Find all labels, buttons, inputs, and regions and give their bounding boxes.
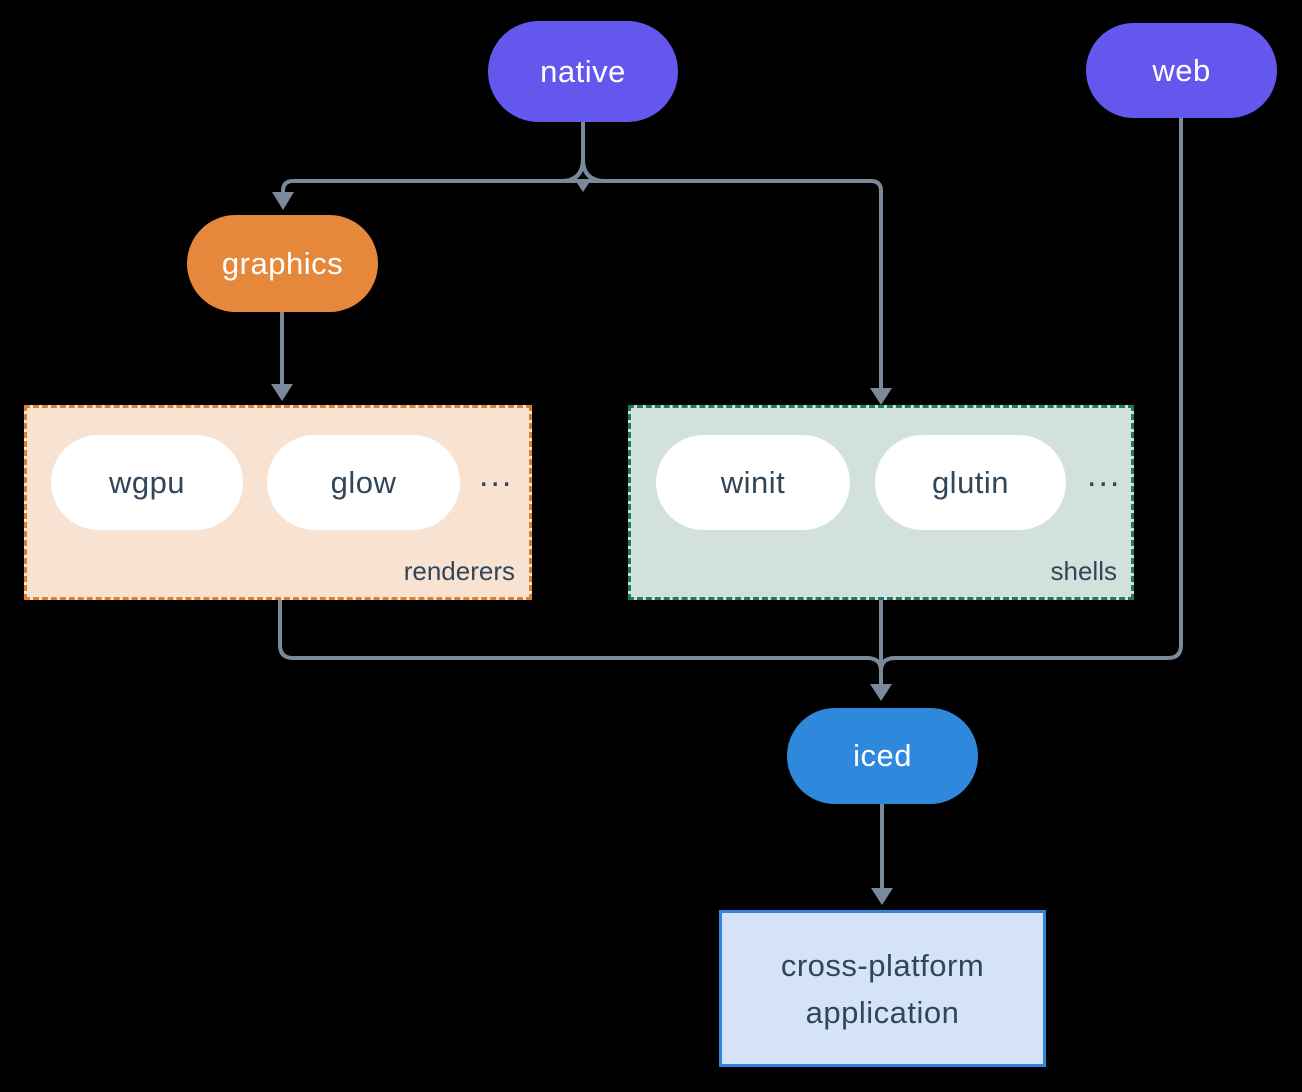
- group-renderers: wgpu glow ... renderers: [24, 405, 532, 600]
- arrowhead-into-iced: [870, 684, 892, 701]
- arrowhead-into-graphics: [272, 192, 294, 210]
- node-glow: glow: [267, 435, 460, 530]
- node-iced: iced: [787, 708, 978, 804]
- shells-ellipsis: ...: [1087, 456, 1122, 494]
- connector-top-rail: [281, 179, 883, 389]
- arrowhead-into-shells: [870, 388, 892, 405]
- application-label-line1: cross-platform: [780, 947, 985, 983]
- connector-renderers-to-merge: [278, 600, 883, 672]
- group-shells-label: shells: [1050, 556, 1117, 586]
- connector-native-split-right-flare: [581, 158, 606, 183]
- arrowhead-into-renderers: [271, 384, 293, 401]
- connector-native-split-left-flare: [560, 158, 585, 183]
- node-cross-platform-application: cross-platform application: [719, 910, 1046, 1067]
- renderers-ellipsis: ...: [479, 456, 514, 494]
- node-native: native: [488, 21, 678, 122]
- application-label-line2: application: [805, 994, 960, 1030]
- node-graphics: graphics: [187, 215, 378, 312]
- group-shells: winit glutin ... shells: [628, 405, 1134, 600]
- node-glutin: glutin: [875, 435, 1066, 530]
- arrowhead-into-application: [871, 888, 893, 905]
- group-renderers-label: renderers: [403, 556, 515, 586]
- node-winit: winit: [656, 435, 850, 530]
- node-wgpu: wgpu: [51, 435, 243, 530]
- node-web: web: [1086, 23, 1277, 118]
